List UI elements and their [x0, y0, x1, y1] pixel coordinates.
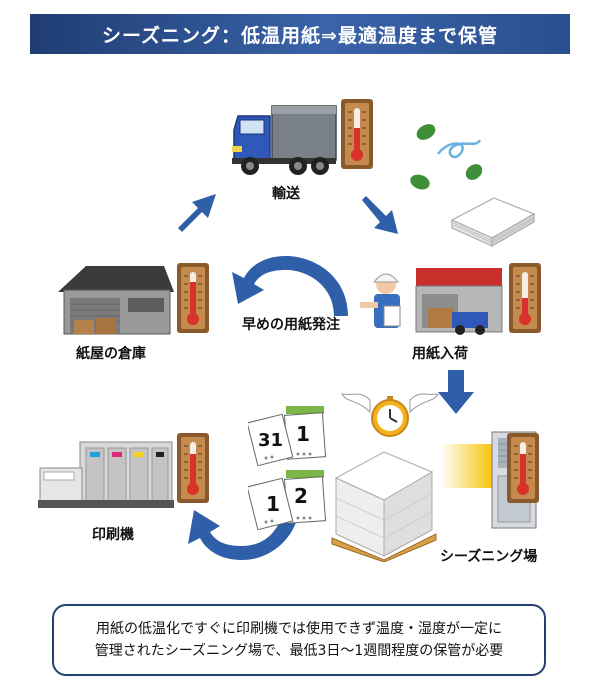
arrow-up-right: [178, 194, 216, 232]
clock-with-wings-icon: [341, 393, 439, 437]
label-paper-arrival: 用紙入荷: [412, 346, 468, 362]
title-banner: シーズニング：低温用紙⇒最適温度まで保管: [30, 14, 570, 54]
thermometer-icon: [177, 433, 209, 503]
wind-leaves-icon: [410, 124, 483, 190]
note-box: 用紙の低温化ですぐに印刷機では使用できず温度・湿度が一定に 管理されたシーズニン…: [52, 604, 546, 676]
thermometer-icon: [507, 433, 539, 503]
thermometer-icon: [341, 99, 373, 169]
note-line-1: 用紙の低温化ですぐに印刷機では使用できず温度・湿度が一定に: [96, 621, 502, 637]
thermometer-icon: [509, 263, 541, 333]
calendar-icon: [248, 406, 327, 467]
calendar-day-2: 2: [294, 484, 308, 508]
paper-stack-icon: [450, 197, 536, 248]
label-press: 印刷機: [92, 527, 134, 543]
thermometer-icon: [177, 263, 209, 333]
curved-arrow-up: [188, 492, 301, 560]
paper-pallet-illustration: [331, 451, 437, 562]
calendar-day-1-top: 1: [296, 422, 310, 446]
note-line-2: 管理されたシーズニング場で、最低3日〜1週間程度の保管が必要: [94, 643, 504, 659]
label-seasoning-area: シーズニング場: [440, 549, 538, 565]
title-text: シーズニング：低温用紙⇒最適温度まで保管: [102, 24, 498, 47]
label-transport: 輸送: [272, 186, 300, 202]
label-warehouse: 紙屋の倉庫: [76, 346, 146, 362]
arrow-down: [438, 370, 474, 414]
calendar-day-1-bottom: 1: [266, 492, 280, 516]
arrow-down-right: [362, 196, 398, 234]
calendar-icon: [248, 470, 327, 531]
printing-press-illustration: [38, 441, 174, 508]
calendar-day-31: 31: [258, 430, 284, 451]
label-early-order: 早めの用紙発注: [242, 317, 340, 333]
curved-arrow-back: [232, 256, 348, 316]
warehouse-illustration: [58, 266, 174, 335]
truck-illustration: [232, 105, 337, 175]
paper-arrival-illustration: [360, 268, 503, 335]
